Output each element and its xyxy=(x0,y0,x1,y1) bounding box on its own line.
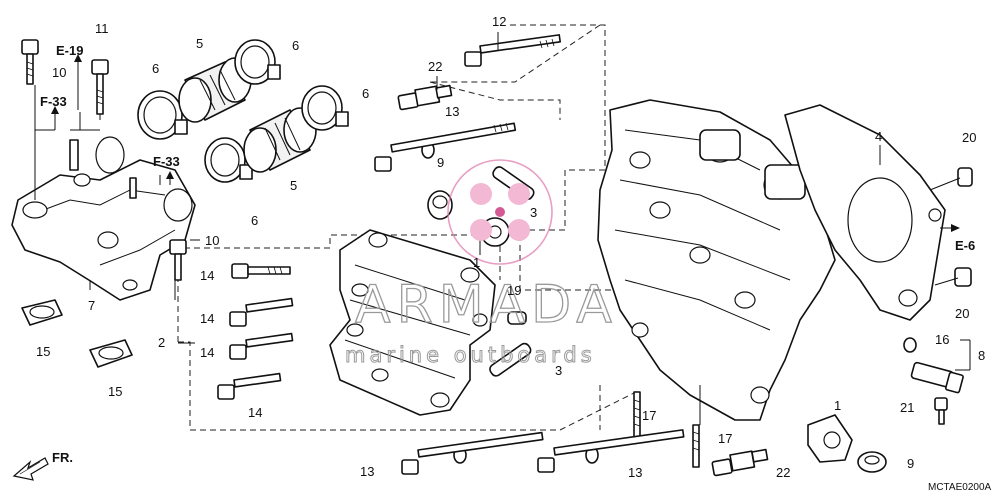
label-12: 12 xyxy=(492,14,506,29)
label-9-lower: 9 xyxy=(907,456,914,471)
gasket-15-b xyxy=(89,339,133,368)
group-outlines xyxy=(177,24,641,431)
label-6-d: 6 xyxy=(251,213,258,228)
label-22-upper: 22 xyxy=(428,59,442,74)
label-9-upper: 9 xyxy=(437,155,444,170)
watermark-title: ARMADA xyxy=(355,275,618,335)
watermark-logo xyxy=(447,159,553,265)
label-10-upper: 10 xyxy=(52,65,66,80)
dowel-19 xyxy=(507,311,527,325)
bolt-10-lower xyxy=(169,239,187,281)
stud-17-b xyxy=(692,424,700,468)
sensor-o-ring-16 xyxy=(903,337,917,353)
stud-17-a xyxy=(633,391,641,441)
label-6-c: 6 xyxy=(362,86,369,101)
label-14-c: 14 xyxy=(200,345,214,360)
label-11: 11 xyxy=(95,21,109,36)
leader-20-upper xyxy=(929,177,961,191)
intake-manifold xyxy=(11,136,196,301)
ref-f33-b: F-33 xyxy=(153,154,180,169)
clamp-6-c xyxy=(204,137,253,183)
bolt-21 xyxy=(934,397,948,425)
bolt-12 xyxy=(464,34,561,67)
diagram-code: MCTAE0200A xyxy=(928,482,992,493)
dowel-3-lower xyxy=(489,342,532,377)
bolt-11 xyxy=(91,59,109,115)
clamp-6-a xyxy=(137,90,188,140)
label-20-upper: 20 xyxy=(962,130,976,145)
label-4: 4 xyxy=(875,129,882,144)
label-8: 8 xyxy=(978,348,985,363)
leader-20-lower xyxy=(934,277,959,286)
bolt-13-lower-a xyxy=(401,431,544,475)
label-6-a: 6 xyxy=(152,61,159,76)
mount-1-lower xyxy=(807,414,853,463)
label-19: 19 xyxy=(507,283,521,298)
label-10-lower: 10 xyxy=(205,233,219,248)
label-17-a: 17 xyxy=(642,408,656,423)
label-14-d: 14 xyxy=(248,405,262,420)
label-2: 2 xyxy=(158,335,165,350)
label-1-upper: 1 xyxy=(473,255,480,270)
head-gasket xyxy=(784,104,946,321)
bolt-13-lower-b xyxy=(537,429,685,473)
watermark-subtitle: marine outboards xyxy=(345,343,596,367)
label-21: 21 xyxy=(900,400,914,415)
bolt-14-a xyxy=(231,263,291,279)
bolt-10-upper xyxy=(21,39,39,85)
label-3-lower: 3 xyxy=(555,363,562,378)
bolt-13-upper xyxy=(374,122,517,172)
label-3-upper: 3 xyxy=(530,205,537,220)
bolt-14-b xyxy=(229,297,294,327)
label-15-a: 15 xyxy=(36,344,50,359)
bolt-14-d xyxy=(217,372,282,400)
seal-9-lower xyxy=(857,451,887,473)
arrow-f33b xyxy=(166,171,174,185)
direction-label: FR. xyxy=(52,450,73,465)
arrow-f33a xyxy=(51,106,59,125)
direction-arrow-icon xyxy=(12,457,49,481)
label-17-b: 17 xyxy=(718,431,732,446)
label-14-a: 14 xyxy=(200,268,214,283)
cylinder-head xyxy=(597,99,836,421)
spark-plug-22-upper xyxy=(397,84,453,111)
ref-f33-a: F-33 xyxy=(40,94,67,109)
label-16: 16 xyxy=(935,332,949,347)
label-5-lower: 5 xyxy=(290,178,297,193)
hose-5-a xyxy=(178,57,252,123)
sensor-8 xyxy=(910,361,964,394)
arrow-e19 xyxy=(74,54,82,110)
label-13-lower-b: 13 xyxy=(628,465,642,480)
clamp-6-d xyxy=(301,85,349,131)
label-5-upper: 5 xyxy=(196,36,203,51)
dowel-20-upper xyxy=(957,167,973,187)
label-7: 7 xyxy=(88,298,95,313)
label-13-lower-a: 13 xyxy=(360,464,374,479)
bolt-14-c xyxy=(229,332,294,360)
label-1-lower: 1 xyxy=(834,398,841,413)
clamp-6-b xyxy=(234,39,281,85)
label-6-b: 6 xyxy=(292,38,299,53)
hose-5-b xyxy=(243,107,317,173)
gasket-15-a xyxy=(21,299,63,326)
ref-e19: E-19 xyxy=(56,43,83,58)
label-22-lower: 22 xyxy=(776,465,790,480)
label-14-b: 14 xyxy=(200,311,214,326)
label-15-b: 15 xyxy=(108,384,122,399)
cam-holder xyxy=(329,229,496,416)
dowel-20-lower xyxy=(954,267,972,287)
spark-plug-22-lower xyxy=(711,448,769,477)
label-20-lower: 20 xyxy=(955,306,969,321)
seal-9-upper xyxy=(427,190,453,220)
ref-e6: E-6 xyxy=(955,238,975,253)
label-13-upper: 13 xyxy=(445,104,459,119)
arrow-e6 xyxy=(940,224,960,232)
